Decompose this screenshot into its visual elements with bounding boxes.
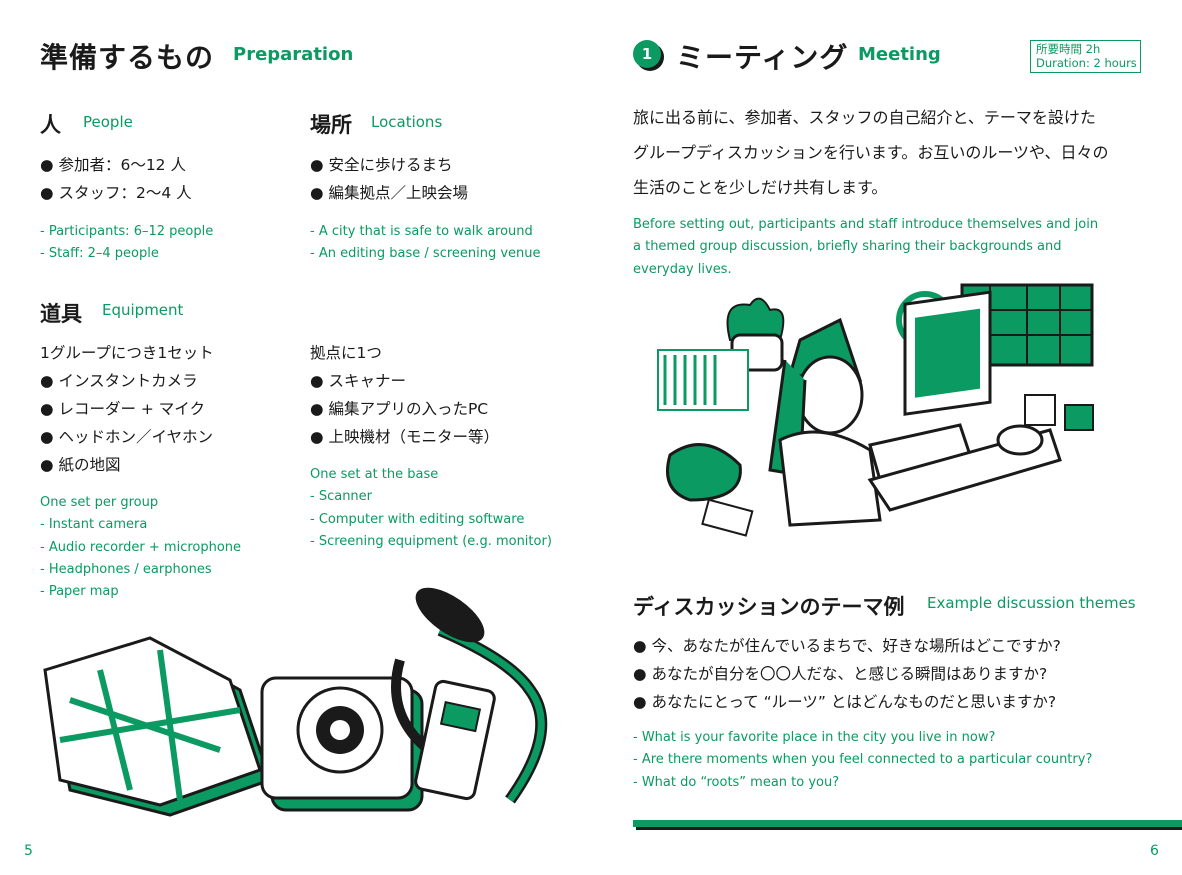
- people-list: ● 参加者：6〜12 人 ● スタッフ：2〜4 人: [40, 151, 192, 207]
- base-equipment-list-en: One set at the base - Scanner - Computer…: [310, 464, 552, 553]
- intro-paragraph-en: Before setting out, participants and sta…: [633, 214, 1098, 281]
- themes-heading-en: Example discussion themes: [927, 594, 1136, 612]
- list-item: ● スタッフ：2〜4 人: [40, 184, 192, 202]
- locations-heading: 場所: [310, 113, 352, 137]
- paragraph-line: Before setting out, participants and sta…: [633, 217, 1099, 232]
- person-icon: [768, 317, 882, 527]
- locations-list: ● 安全に歩けるまち ● 編集拠点／上映会場: [310, 151, 468, 207]
- meeting-illustration: [657, 283, 1094, 537]
- recorder-icon: [414, 679, 496, 801]
- camera-icon: [260, 676, 424, 812]
- group-equipment-list-en: One set per group - Instant camera - Aud…: [40, 492, 241, 603]
- divider-bar: [633, 820, 1182, 827]
- list-intro: One set per group: [40, 495, 159, 510]
- list-item: ● 参加者：6〜12 人: [40, 156, 186, 174]
- list-item: - Scanner: [310, 489, 373, 505]
- calendar-icon: [1024, 394, 1056, 426]
- paragraph-line: 生活のことを少しだけ共有します。: [633, 178, 888, 197]
- list-item: ● 上映機材（モニター等）: [310, 428, 499, 446]
- list-intro: 拠点に1つ: [310, 344, 382, 362]
- base-equipment-list: 拠点に1つ ● スキャナー ● 編集アプリの入ったPC ● 上映機材（モニター等…: [310, 339, 499, 451]
- list-item: ● レコーダー + マイク: [40, 400, 205, 418]
- paragraph-line: グループディスカッションを行います。お互いのルーツや、日々の: [633, 143, 1109, 162]
- list-item: - An editing base / screening venue: [310, 246, 541, 262]
- list-item: ● スキャナー: [310, 372, 406, 390]
- duration: 所要時間 2h: [1036, 42, 1101, 56]
- section-title-en: Meeting: [858, 44, 941, 65]
- paragraph-line: everyday lives.: [633, 261, 732, 277]
- list-item: - Audio recorder + microphone: [40, 539, 242, 555]
- cup-icon: [996, 424, 1044, 456]
- bag-icon: [666, 443, 742, 502]
- section-title: ミーティング: [676, 41, 849, 74]
- list-item: ● 安全に歩けるまち: [310, 156, 453, 174]
- list-item: ● ヘッドホン／イヤホン: [40, 428, 213, 446]
- list-intro: 1グループにつき1セット: [40, 344, 214, 362]
- step-number-badge: 1: [633, 40, 664, 71]
- people-heading: 人: [40, 113, 61, 137]
- list-intro: One set at the base: [310, 467, 439, 482]
- equipment-illustration: [43, 587, 548, 817]
- page-title-en: Preparation: [233, 44, 354, 65]
- themes-list: ● 今、あなたが住んでいるまちで、好きな場所はどこですか? ● あなたが自分を〇…: [633, 632, 1061, 716]
- list-item: ● インスタントカメラ: [40, 372, 198, 390]
- list-item: - Screening equipment (e.g. monitor): [310, 533, 552, 549]
- paragraph-line: 旅に出る前に、参加者、スタッフの自己紹介と、テーマを設けた: [633, 108, 1096, 127]
- people-list-en: - Participants: 6–12 people - Staff: 2–4…: [40, 221, 213, 266]
- list-item: - Are there moments when you feel connec…: [633, 752, 1093, 768]
- list-item: ● 今、あなたが住んでいるまちで、好きな場所はどこですか?: [633, 637, 1061, 655]
- list-item: - Staff: 2–4 people: [40, 246, 159, 262]
- map-icon: [43, 636, 272, 817]
- list-item: - Computer with editing software: [310, 511, 525, 527]
- list-item: ● あなたにとって “ルーツ” とはどんなものだと思いますか?: [633, 693, 1057, 711]
- list-item: - What do “roots” mean to you?: [633, 774, 840, 790]
- duration-box: 所要時間 2h Duration: 2 hours: [1030, 40, 1141, 73]
- equipment-heading: 道具: [40, 302, 82, 326]
- computer-icon: [868, 290, 992, 482]
- list-item: - Instant camera: [40, 517, 148, 533]
- group-equipment-list: 1グループにつき1セット ● インスタントカメラ ● レコーダー + マイク ●…: [40, 339, 214, 479]
- list-item: ● あなたが自分を〇〇人だな、と感じる瞬間はありますか?: [633, 665, 1048, 683]
- equipment-heading-en: Equipment: [102, 301, 184, 319]
- list-item: ● 編集アプリの入ったPC: [310, 400, 489, 418]
- locations-heading-en: Locations: [371, 113, 443, 131]
- list-item: - A city that is safe to walk around: [310, 224, 533, 239]
- themes-list-en: - What is your favorite place in the cit…: [633, 727, 1092, 794]
- list-item: ● 紙の地図: [40, 456, 121, 474]
- duration-en: Duration: 2 hours: [1036, 56, 1137, 70]
- list-item: - What is your favorite place in the cit…: [633, 730, 996, 745]
- themes-heading: ディスカッションのテーマ例: [633, 595, 905, 619]
- list-item: ● 編集拠点／上映会場: [310, 184, 468, 202]
- list-item: - Participants: 6–12 people: [40, 224, 214, 239]
- page-number-left: 5: [24, 843, 33, 859]
- page-number-right: 6: [1150, 843, 1159, 859]
- locations-list-en: - A city that is safe to walk around - A…: [310, 221, 541, 266]
- list-item: - Headphones / earphones: [40, 561, 212, 577]
- list-item: - Paper map: [40, 584, 119, 600]
- page-title: 準備するもの: [40, 41, 215, 74]
- intro-paragraph: 旅に出る前に、参加者、スタッフの自己紹介と、テーマを設けた グループディスカッシ…: [633, 100, 1109, 205]
- people-heading-en: People: [83, 113, 133, 131]
- paragraph-line: a themed group discussion, briefly shari…: [633, 239, 1062, 255]
